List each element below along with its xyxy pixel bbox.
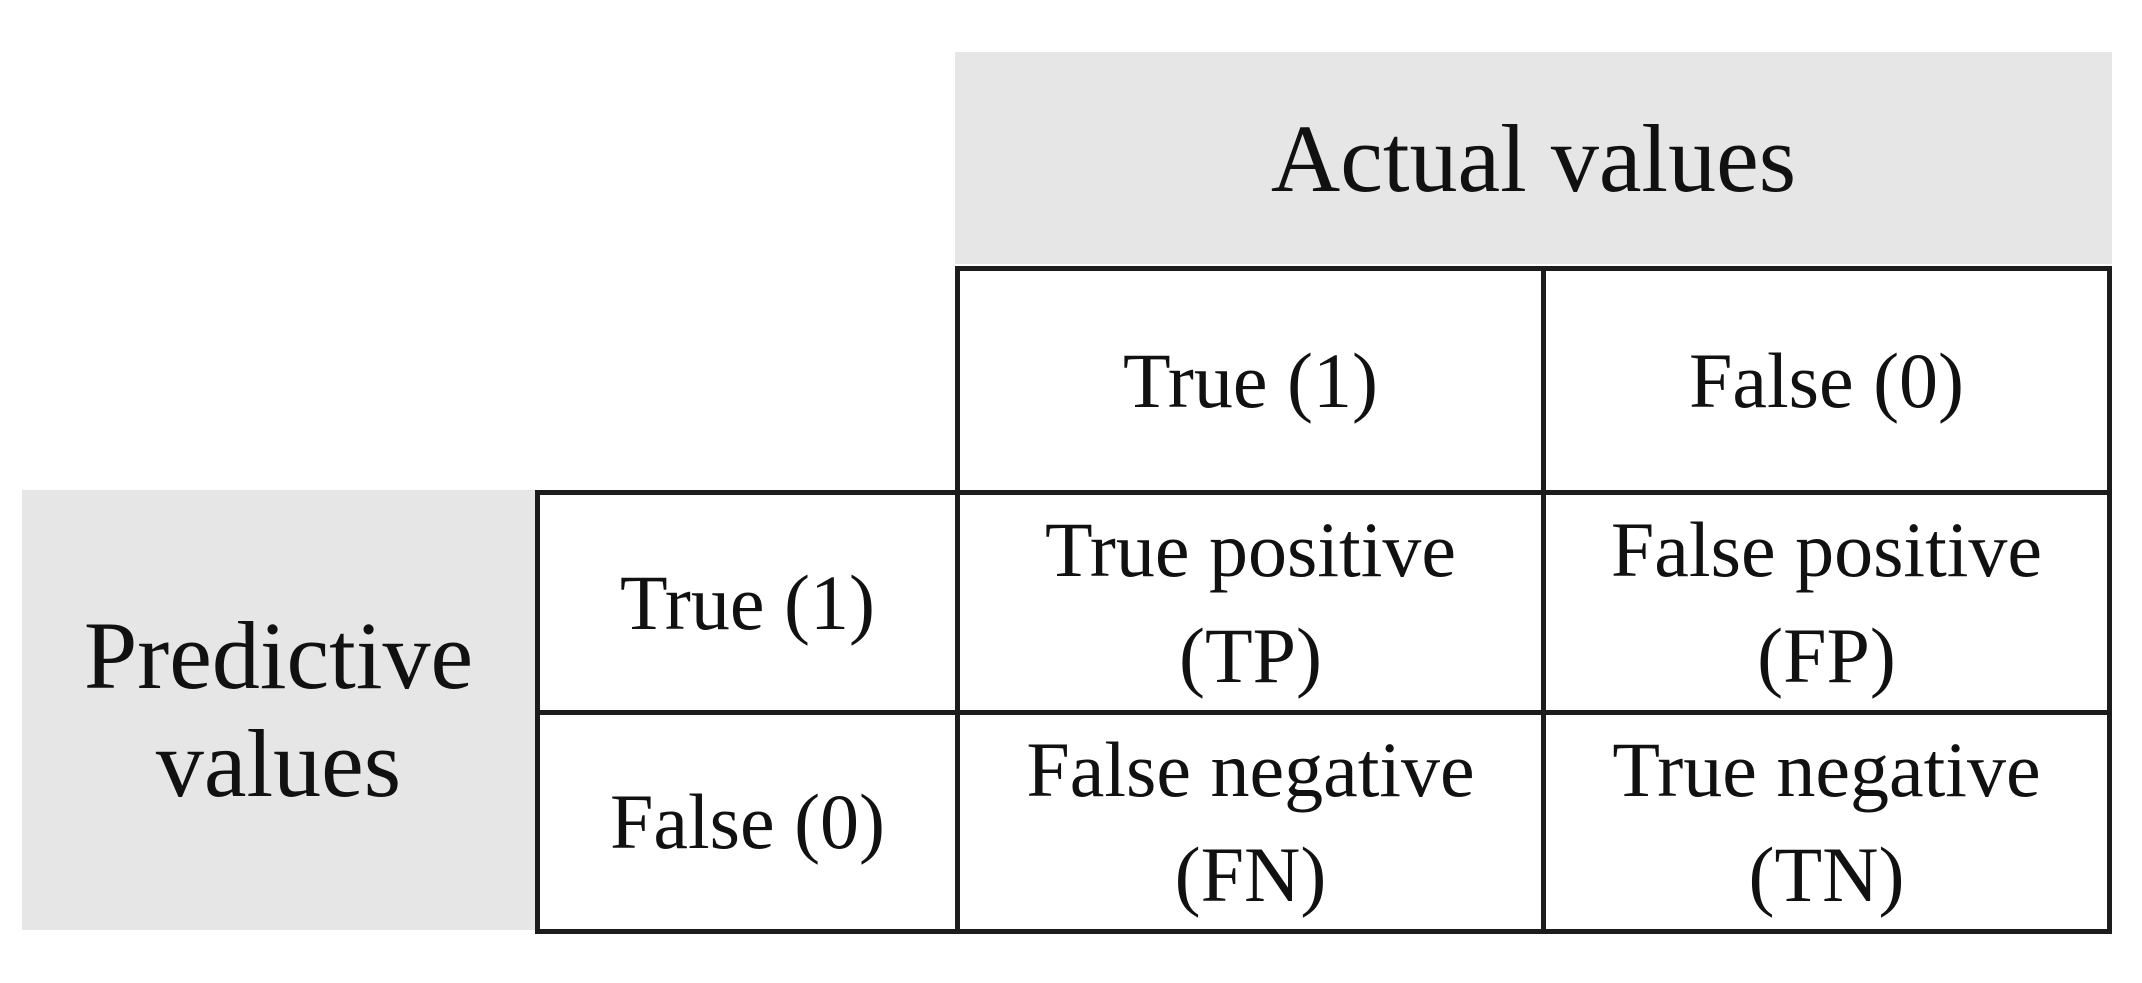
predicted-false-row: False negative (FN) True negative (TN) xyxy=(960,710,2107,929)
cell-true-negative-abbr: (TN) xyxy=(1748,831,1905,918)
cell-true-positive-name: True positive xyxy=(1045,506,1456,594)
cell-true-positive-text: True positive (TP) xyxy=(1045,497,1456,708)
cell-false-positive-name: False positive xyxy=(1610,506,2043,594)
predictive-values-label-line1: Predictive xyxy=(83,601,474,709)
cell-false-positive-text: False positive (FP) xyxy=(1611,497,2042,708)
col-header-false: False (0) xyxy=(1541,271,2107,490)
actual-values-header: Actual values xyxy=(955,52,2112,264)
predictive-values-label-line2: values xyxy=(155,710,402,817)
row-header-true: True (1) xyxy=(540,495,955,710)
cell-true-negative-text: True negative (TN) xyxy=(1612,717,2040,928)
row-header-false-label: False (0) xyxy=(609,778,886,865)
cell-false-negative-name: False negative xyxy=(1026,725,1475,813)
cell-true-negative: True negative (TN) xyxy=(1541,715,2107,929)
col-header-true-label: True (1) xyxy=(1123,336,1378,424)
cell-true-negative-name: True negative xyxy=(1612,725,2041,813)
column-header-row: True (1) False (0) xyxy=(960,271,2107,490)
cell-true-positive-abbr: (TP) xyxy=(1179,611,1322,699)
cell-false-negative-text: False negative (FN) xyxy=(1026,717,1474,928)
cell-true-positive: True positive (TP) xyxy=(960,495,1541,710)
predicted-row-header-column: True (1) False (0) xyxy=(535,490,955,934)
predicted-true-row: True positive (TP) False positive (FP) xyxy=(960,490,2107,710)
actual-values-label: Actual values xyxy=(1270,104,1797,212)
row-header-false: False (0) xyxy=(540,710,955,929)
predictive-values-label: Predictive values xyxy=(84,602,473,819)
col-header-true: True (1) xyxy=(960,271,1541,490)
cell-false-negative-abbr: (FN) xyxy=(1174,831,1327,918)
cell-false-positive-abbr: (FP) xyxy=(1757,611,1896,699)
actual-values-table: True (1) False (0) True positive (TP) Fa… xyxy=(955,266,2112,934)
cell-false-negative: False negative (FN) xyxy=(960,715,1541,929)
predictive-values-header: Predictive values xyxy=(22,490,535,930)
row-header-true-label: True (1) xyxy=(620,558,875,646)
cell-false-positive: False positive (FP) xyxy=(1541,495,2107,710)
col-header-false-label: False (0) xyxy=(1688,336,1965,424)
